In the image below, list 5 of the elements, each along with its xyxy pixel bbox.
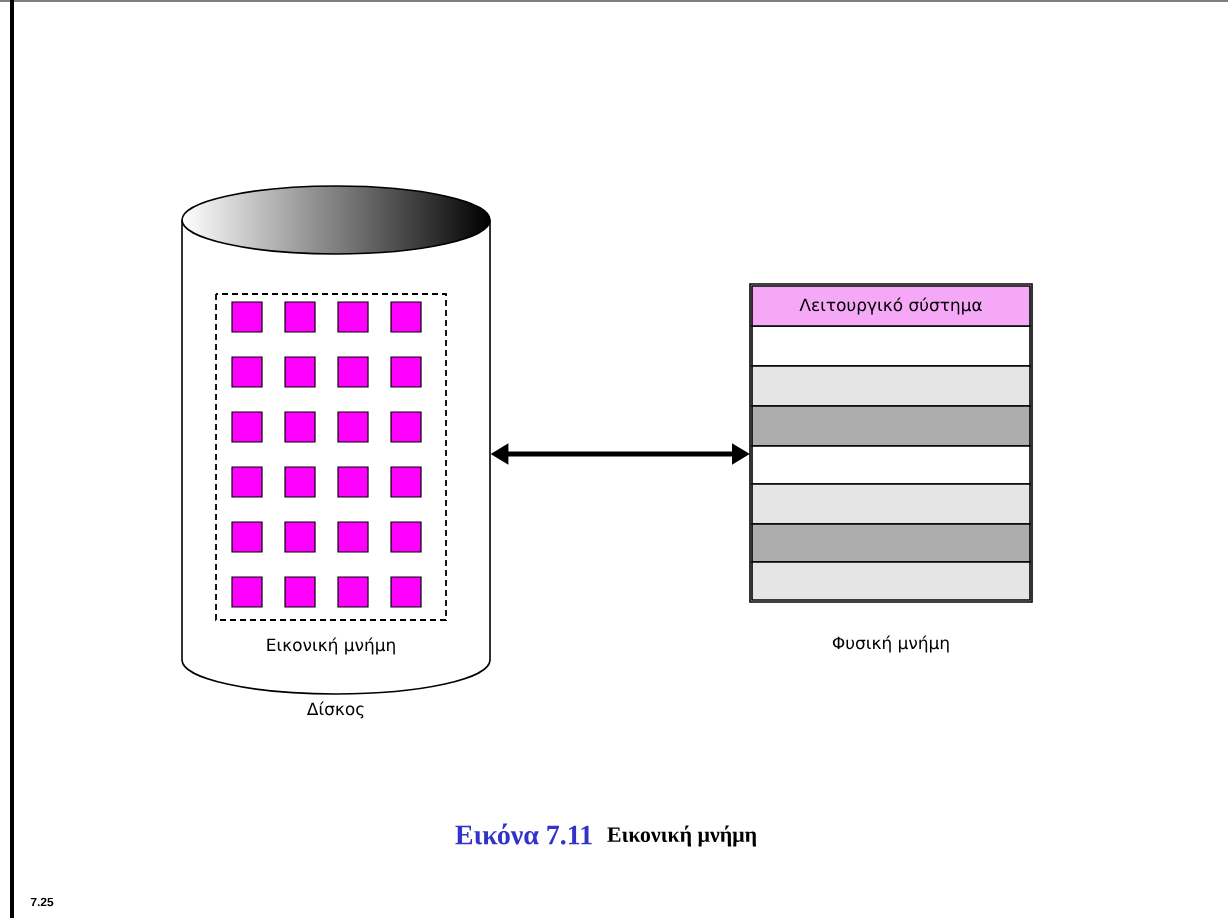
figure-number: Εικόνα 7.11 xyxy=(455,823,592,845)
figure-caption: Εικονική μνήμη xyxy=(607,825,757,847)
disk-label: Δίσκος xyxy=(306,701,364,719)
os-row: Λειτουργικό σύστημα xyxy=(751,285,1031,327)
memory-label: Φυσική μνήμη xyxy=(832,635,949,653)
